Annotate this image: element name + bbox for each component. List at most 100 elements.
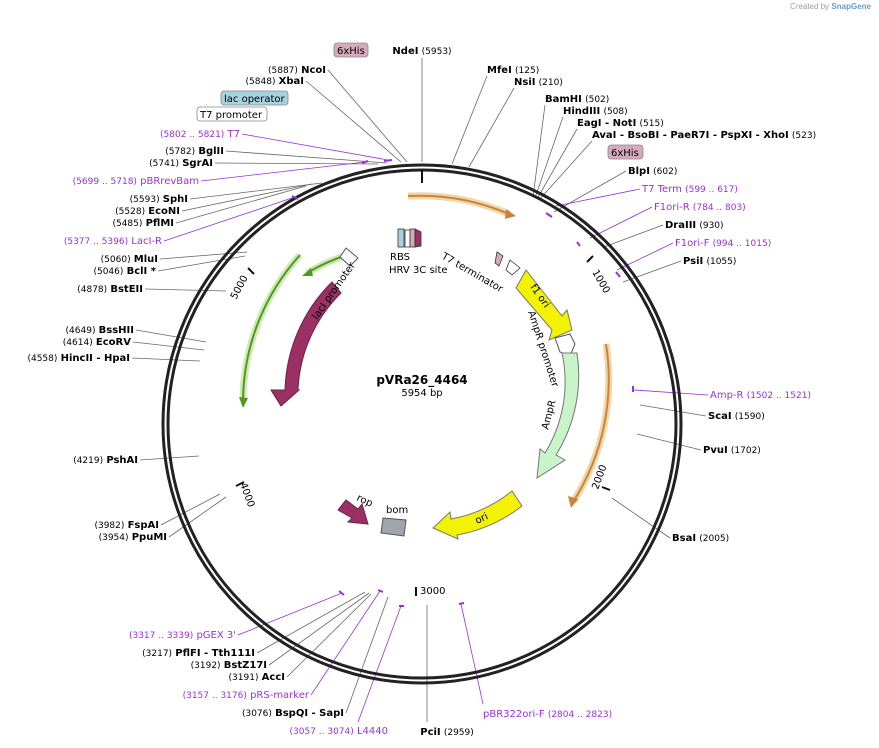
site-name: PflFI - Tth111I [175,648,255,659]
site-position: (1590) [735,412,765,422]
enzyme-label-bcli[interactable]: (5046) BclI * [93,266,156,277]
enzyme-label-ncoi[interactable]: (5887) NcoI [268,65,326,76]
site-position: (515) [640,119,664,129]
primer-label-pbrrevbam[interactable]: (5699 .. 5718) pBRrevBam [73,176,199,187]
site-position: (210) [539,78,563,88]
site-position: (3982) [94,521,124,531]
snapgene-logo: SnapGene [831,2,871,11]
enzyme-label-avai-group[interactable]: AvaI - BsoBI - PaeR7I - PspXI - XhoI (52… [592,130,816,141]
primer-label-prs-marker[interactable]: (3157 .. 3176) pRS-marker [183,690,310,701]
enzyme-label-sgrai[interactable]: (5741) SgrAI [149,158,213,169]
feature-bom-label: bom [386,505,408,516]
site-name: NcoI [301,65,326,76]
site-position: (5802 .. 5821) [160,130,224,140]
svg-text:6xHis: 6xHis [337,46,365,57]
enzyme-label-bstz17i[interactable]: (3192) BstZ17I [191,660,267,671]
site-name: PsiI [683,256,703,267]
site-name: HindIII [563,106,600,117]
leader-fspai [160,493,221,526]
leader-pflfi-tth111i [256,591,366,654]
enzyme-label-nsii[interactable]: NsiI (210) [514,77,563,88]
enzyme-label-bamhi[interactable]: BamHI (502) [545,94,609,105]
enzyme-label-mlui[interactable]: (5060) MluI [101,254,158,265]
primer-label-f1ori-r[interactable]: F1ori-R (784 .. 803) [654,202,746,213]
enzyme-label-psii[interactable]: PsiI (1055) [683,256,736,267]
site-position: (4219) [73,456,103,466]
enzyme-label-pshai[interactable]: (4219) PshAI [73,455,138,466]
primer-label-t7[interactable]: (5802 .. 5821) T7 [160,129,240,140]
feature-hrv-label: HRV 3C site [389,265,448,276]
enzyme-label-sphi[interactable]: (5593) SphI [130,194,188,205]
enzyme-label-hindiii[interactable]: HindIII (508) [563,106,628,117]
site-position: (4558) [27,354,57,364]
site-position: (3317 .. 3339) [129,631,193,641]
site-position: (2959) [444,728,474,738]
enzyme-label-bglii[interactable]: (5782) BglII [165,146,224,157]
leader-laci-r [163,196,296,242]
leader-bspqi-sapi [345,596,389,714]
primer-label-t7-term[interactable]: T7 Term (599 .. 617) [641,184,738,195]
enzyme-label-ppumi[interactable]: (3954) PpuMI [99,532,167,543]
enzyme-label-eagi-noti[interactable]: EagI - NotI (515) [577,118,664,129]
site-name: MluI [134,254,158,265]
enzyme-label-xbai[interactable]: (5848) XbaI [246,76,304,87]
leader-amp-r [633,389,709,396]
enzyme-label-blpi[interactable]: BlpI (602) [628,166,677,177]
enzyme-label-econi[interactable]: (5528) EcoNI [115,206,180,217]
site-position: (602) [653,167,677,177]
site-name: MfeI [487,65,512,76]
enzyme-label-bsshii[interactable]: (4649) BssHII [66,325,134,336]
enzyme-label-pflfi-tth111i[interactable]: (3217) PflFI - Tth111I [142,648,255,659]
site-position: (2804 .. 2823) [548,710,612,720]
site-position: (1702) [731,446,761,456]
feature-rbs-label: RBS [390,252,410,263]
enzyme-label-pflmi[interactable]: (5485) PflMI [112,218,174,229]
feature-ampr [536,352,580,479]
site-name: pRS-marker [250,690,310,701]
enzyme-label-pvui[interactable]: PvuI (1702) [703,445,761,456]
site-position: (5377 .. 5396) [64,237,128,247]
primer-label-amp-r[interactable]: Amp-R (1502 .. 1521) [710,390,811,401]
site-position: (3076) [242,709,272,719]
primer-label-f1ori-f[interactable]: F1ori-F (994 .. 1015) [675,238,771,249]
tick-5000: 5000 [229,267,255,301]
site-name: BssHII [99,325,134,336]
site-position: (5528) [115,207,145,217]
feature-t7-terminator-label: T7 terminator [439,251,506,296]
leader-bglii [225,150,388,164]
site-name: BstZ17I [224,660,267,671]
enzyme-label-mfei[interactable]: MfeI (125) [487,65,539,76]
primer-label-l4440[interactable]: (3057 .. 3074) L4440 [290,726,389,737]
enzyme-label-acci[interactable]: (3191) AccI [229,672,285,683]
enzyme-label-pcii[interactable]: PciI (2959) [420,727,474,738]
site-name: XbaI [279,76,304,87]
site-position: (5953) [422,47,452,57]
enzyme-label-scai[interactable]: ScaI (1590) [708,411,765,422]
site-position: (3954) [99,533,129,543]
site-labels: (5887) NcoI(5848) XbaI (5782) BglII(5741)… [27,46,816,738]
site-position: (5848) [246,77,276,87]
enzyme-label-ndei[interactable]: NdeI (5953) [392,46,451,57]
leader-prs-marker [310,590,381,696]
enzyme-label-hincii-hpai[interactable]: (4558) HincII - HpaI [27,353,130,364]
leader-draiii [603,224,664,248]
site-position: (5485) [112,219,142,229]
enzyme-label-ecorv[interactable]: (4614) EcoRV [63,337,131,348]
enzyme-label-draiii[interactable]: DraIII (930) [665,220,724,231]
primer-label-pbr322ori-f[interactable]: pBR322ori-F (2804 .. 2823) [483,709,612,720]
site-name: EcoNI [148,206,180,217]
enzyme-label-bsteii[interactable]: (4878) BstEII [77,284,143,295]
site-position: (2005) [699,534,729,544]
feature-his-tag [409,228,416,248]
enzyme-label-bsai[interactable]: BsaI (2005) [672,533,729,544]
primer-label-laci-r[interactable]: (5377 .. 5396) LacI-R [64,236,162,247]
leader-f1ori-r [589,206,653,239]
leader-scai [639,404,707,417]
primer-label-pgex3[interactable]: (3317 .. 3339) pGEX 3' [129,630,236,641]
enzyme-label-bspqi-sapi[interactable]: (3076) BspQI - SapI [242,708,344,719]
enzyme-label-fspai[interactable]: (3982) FspAI [94,520,159,531]
site-name: LacI-R [131,236,162,247]
boxed-label-6xhis-right: 6xHis [607,144,644,160]
primer-ticks [291,159,634,607]
